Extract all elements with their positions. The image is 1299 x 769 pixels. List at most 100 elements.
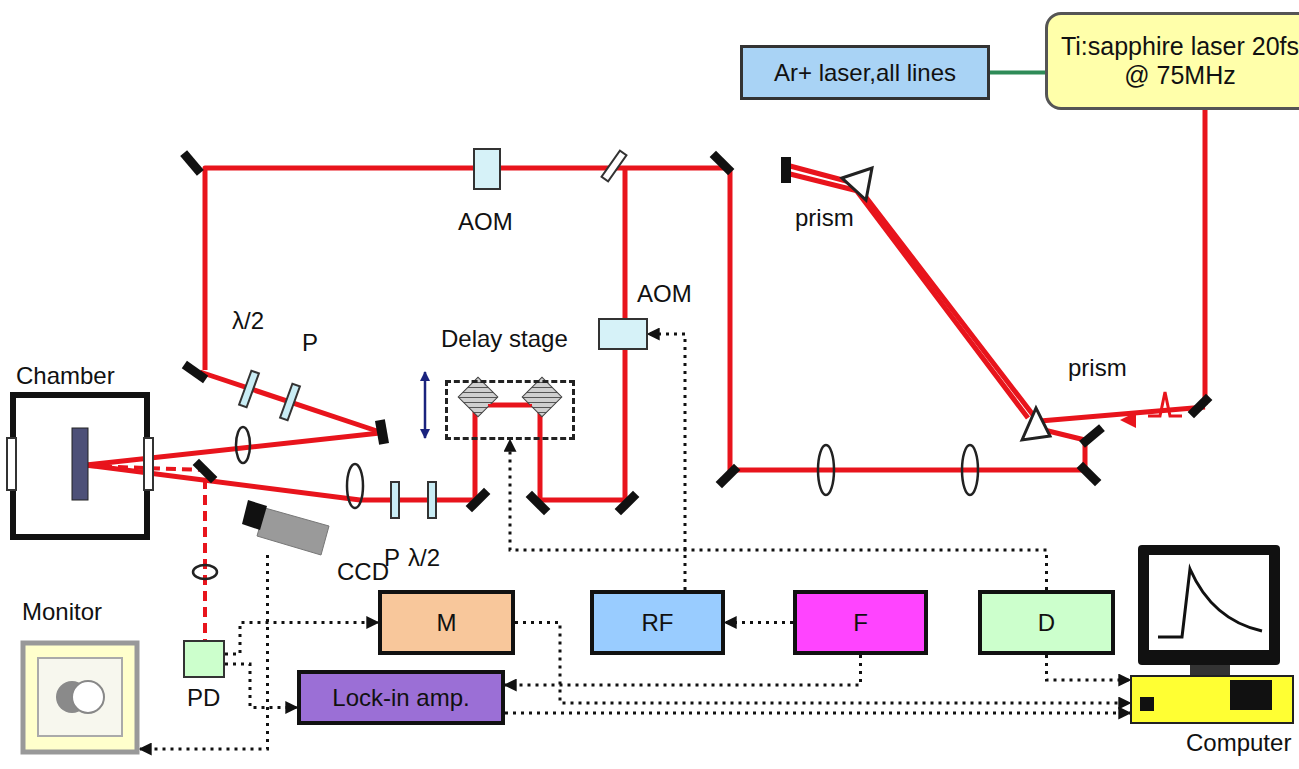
pulse-shape: [1148, 392, 1182, 416]
waveplate-polarizer: [391, 482, 399, 518]
node-label: Delay stage: [441, 325, 568, 353]
monitor-stand: [1190, 665, 1230, 675]
mirror: [180, 150, 204, 176]
waveplate-polarizer: [239, 371, 259, 408]
beam-splitter: [602, 151, 627, 182]
mirror: [466, 488, 491, 513]
mirror: [716, 464, 741, 489]
computer-monitor: [1138, 545, 1280, 665]
signal-cable: [225, 664, 297, 708]
part-label: λ/2: [408, 545, 440, 571]
delay-stage: Delay stage: [445, 380, 575, 440]
computer-tower: [1131, 676, 1293, 723]
node-illustration: [10, 392, 150, 540]
mirror: [526, 491, 551, 516]
delay-stage-mirror: [458, 377, 562, 417]
mirror: [193, 459, 218, 484]
node-label: AOM: [637, 280, 692, 308]
chamber-window: [144, 438, 153, 490]
part-label: P: [302, 330, 318, 356]
node-label: Lock-in amp.: [332, 684, 469, 712]
pump-connection: [990, 71, 1045, 75]
part-label: λ/2: [232, 308, 264, 334]
mirror: [710, 151, 735, 176]
instrument-box: D: [978, 590, 1115, 655]
prism: [842, 168, 872, 200]
node-label: Monitor: [22, 598, 102, 626]
laser-beam: [1203, 110, 1208, 405]
node-label: Chamber: [16, 362, 115, 390]
lens: [193, 427, 978, 579]
sample: [72, 428, 88, 500]
node-illustration: [20, 640, 140, 755]
power-button: [1140, 697, 1154, 711]
laser-beam: [200, 372, 380, 432]
laser-box: Ar+ laser,all lines: [740, 45, 990, 100]
laser-beam: [86, 433, 380, 465]
laser-beam: [730, 168, 1085, 470]
camera-body: [257, 508, 329, 555]
signal-cable: [225, 623, 378, 655]
monitor-screen: [38, 658, 122, 736]
computer: Computer: [1130, 545, 1295, 725]
signal-trace: [1158, 569, 1262, 637]
signal-cable: [648, 334, 685, 590]
signal-cable: [140, 555, 268, 749]
beam-direction-arrow: [1120, 412, 1136, 428]
stage-motion-arrow: [424, 372, 427, 438]
beam-spot: [72, 681, 104, 713]
lens: [193, 565, 217, 579]
monitor-frame: [23, 643, 137, 752]
signal-cable: [505, 655, 861, 685]
part-label: prism: [1068, 355, 1127, 381]
lens: [236, 427, 250, 463]
part-label: P: [384, 545, 400, 571]
chamber-window: [7, 438, 16, 490]
delay-stage-mirror: [458, 377, 498, 417]
node-label: Ar+ laser,all lines: [774, 59, 956, 87]
drive-bay: [1230, 680, 1272, 710]
signal-cable: [505, 712, 1130, 715]
lens: [962, 445, 978, 495]
waveplate-polarizer: [280, 384, 300, 421]
mirror: [375, 419, 389, 444]
photodiode: PD: [183, 640, 225, 678]
lens: [347, 464, 363, 508]
waveplate-polarizer: [428, 482, 436, 518]
laser-beam: [205, 168, 730, 370]
computer-screen: [1149, 555, 1269, 650]
mirror: [781, 157, 791, 183]
laser-beam: [86, 168, 625, 500]
node-label: Computer: [1186, 729, 1291, 757]
node-label: Ti:sapphire laser 20fs @ 75MHz: [1048, 32, 1299, 90]
signal-cable: [725, 621, 793, 624]
node-illustration: [245, 500, 330, 555]
node-label: PD: [187, 684, 220, 712]
camera-lens: [242, 500, 267, 530]
laser-beam: [790, 166, 1028, 418]
mirror: [1079, 424, 1105, 448]
mirror: [1077, 462, 1102, 487]
aom-box: AOM: [598, 318, 648, 350]
signal-cable: [1047, 655, 1131, 680]
node-illustration: [1130, 545, 1295, 725]
aom-box: AOM: [473, 148, 501, 190]
laser-box: Ti:sapphire laser 20fs @ 75MHz: [1045, 12, 1299, 110]
node-label: F: [853, 609, 868, 637]
lock-in-amplifier: Lock-in amp.: [297, 670, 505, 725]
vacuum-chamber: Chamber: [10, 392, 150, 540]
prism: [842, 168, 1050, 440]
instrument-box: M: [378, 590, 515, 655]
node-label: M: [437, 609, 457, 637]
laser-beam: [86, 110, 1205, 500]
laser-beam: [790, 174, 1040, 424]
signal-cable: [510, 440, 1047, 590]
node-label: AOM: [458, 208, 513, 236]
prism: [1022, 408, 1050, 440]
instrument-box: RF: [590, 590, 725, 655]
instrument-box: F: [793, 590, 928, 655]
waveplate-polarizer: [239, 371, 436, 518]
delay-stage-mirror: [522, 377, 562, 417]
ccd-camera: CCD: [245, 500, 330, 555]
part-label: prism: [795, 205, 854, 231]
